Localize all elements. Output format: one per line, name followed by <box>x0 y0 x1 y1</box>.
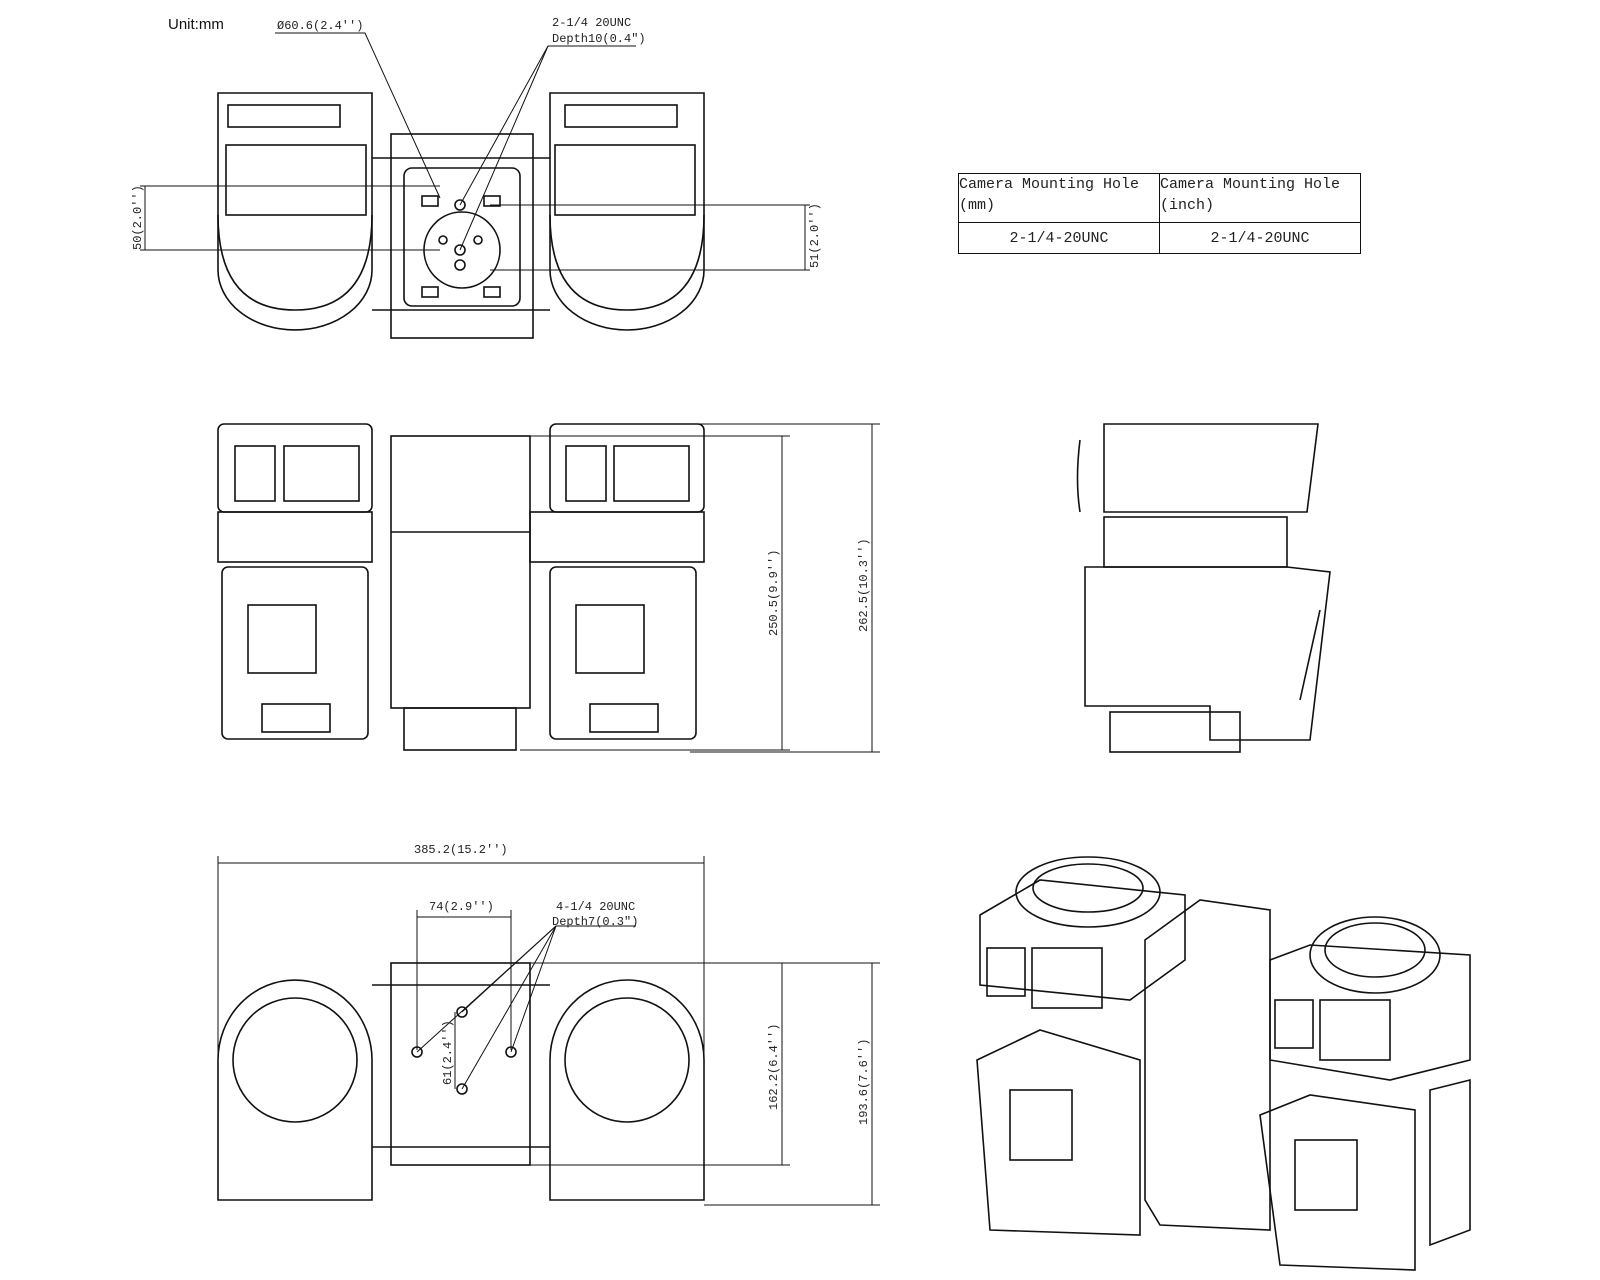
bottom-hole-callout-thread: 4-1/4 20UNC <box>556 900 635 914</box>
top-view-right-camera <box>549 92 705 331</box>
dim-right-height: 51(2.0'') <box>808 203 822 268</box>
dim-hole-spacing: 74(2.9'') <box>429 900 494 914</box>
front-left-top-housing <box>217 423 373 513</box>
table-row: 2-1/4-20UNC 2-1/4-20UNC <box>958 222 1361 254</box>
header-line: Camera Mounting Hole <box>1160 176 1341 193</box>
top-view-center-body <box>390 133 534 339</box>
header-line: (inch) <box>1160 197 1215 214</box>
hole-callout-thread: 2-1/4 20UNC <box>552 16 631 30</box>
front-view <box>217 423 880 753</box>
dim-left-height: 50(2.0'') <box>131 185 145 250</box>
front-right-bottom-housing <box>549 566 697 740</box>
dim-depth-inner: 162.2(6.4'') <box>767 1024 781 1110</box>
bottom-center-body <box>390 962 531 1166</box>
side-view <box>1076 423 1331 753</box>
header-line: (mm) <box>959 197 996 214</box>
dim-height-outer: 262.5(10.3'') <box>857 538 871 632</box>
table-cell-inch: 2-1/4-20UNC <box>1159 222 1361 254</box>
bottom-right-camera <box>549 979 705 1201</box>
top-view: Ø60.6(2.4'') 2-1/4 20UNC Depth10(0.4") 5… <box>131 16 822 339</box>
dim-hole-vertical: 61(2.4'') <box>441 1020 455 1085</box>
table-header-mm: Camera Mounting Hole (mm) <box>958 173 1160 223</box>
isometric-view <box>976 856 1471 1271</box>
bottom-left-camera <box>217 979 373 1201</box>
dim-total-width: 385.2(15.2'') <box>414 843 508 857</box>
front-right-top-housing <box>549 423 705 513</box>
table-header-inch: Camera Mounting Hole (inch) <box>1159 173 1361 223</box>
unit-label: Unit:mm <box>168 16 224 33</box>
header-line: Camera Mounting Hole <box>959 176 1140 193</box>
table-cell-mm: 2-1/4-20UNC <box>958 222 1160 254</box>
front-left-bottom-housing <box>221 566 369 740</box>
dim-depth-outer: 193.6(7.6'') <box>857 1039 871 1125</box>
bottom-view <box>217 856 880 1206</box>
top-view-left-camera <box>217 92 373 331</box>
dim-height-inner: 250.5(9.9'') <box>767 550 781 636</box>
hole-callout-depth: Depth10(0.4") <box>552 32 646 46</box>
diameter-callout: Ø60.6(2.4'') <box>277 19 363 33</box>
mounting-hole-table: Camera Mounting Hole (mm) Camera Mounting… <box>958 173 1361 254</box>
bottom-hole-callout-depth: Depth7(0.3") <box>552 915 638 929</box>
table-header-row: Camera Mounting Hole (mm) Camera Mounting… <box>958 173 1361 223</box>
top-view-callouts <box>140 32 810 271</box>
front-center-body <box>390 435 531 709</box>
